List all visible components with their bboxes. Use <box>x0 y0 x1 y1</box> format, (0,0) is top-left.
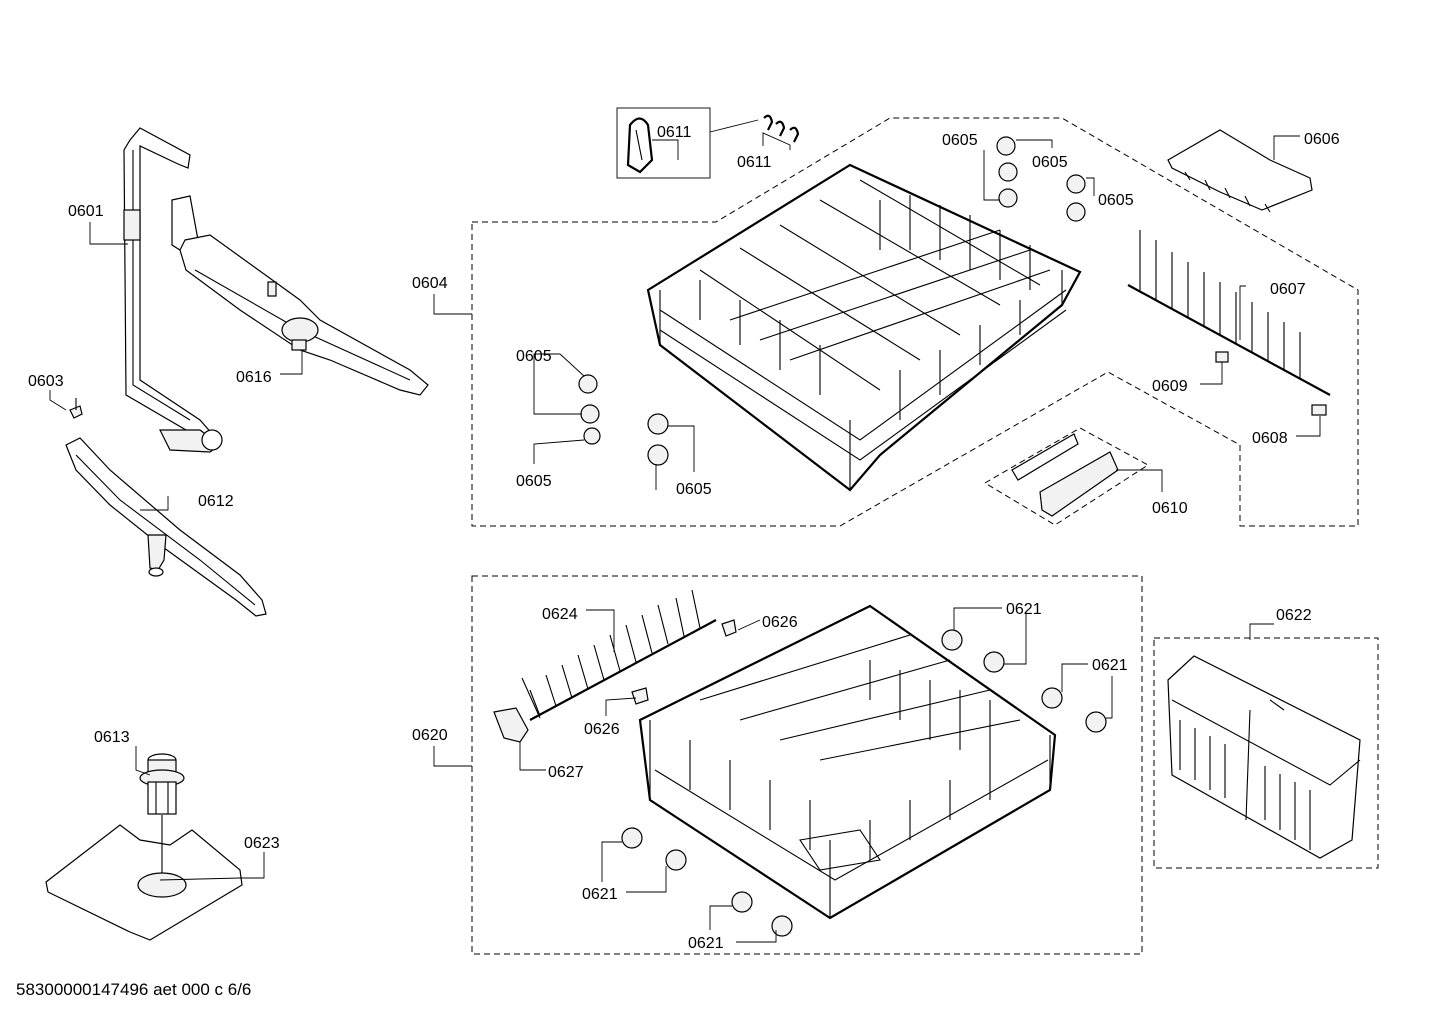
part-lower-basket <box>638 604 1057 920</box>
label-0622: 0622 <box>1276 607 1312 624</box>
label-0620: 0620 <box>412 727 448 744</box>
label-0608: 0608 <box>1252 430 1288 447</box>
label-0605-c: 0605 <box>676 481 712 498</box>
label-0606: 0606 <box>1304 131 1340 148</box>
part-0623-filter-plate <box>45 815 243 941</box>
part-0607-tine-row <box>1127 230 1331 396</box>
label-0626-b: 0626 <box>584 721 620 738</box>
label-0611-inset: 0611 <box>657 124 692 141</box>
leader-lines <box>49 119 1321 943</box>
label-0605-e: 0605 <box>1032 154 1068 171</box>
part-0610-handle <box>1011 433 1119 517</box>
label-0627: 0627 <box>548 764 584 781</box>
part-0626-clip-a <box>721 619 737 637</box>
part-0606-folding-rack <box>1167 129 1313 213</box>
part-0605-wheels <box>578 136 1086 466</box>
part-0613-filter <box>139 753 185 815</box>
label-0621-c: 0621 <box>1006 601 1042 618</box>
group-0622-outline <box>1153 637 1379 869</box>
label-0604: 0604 <box>412 275 448 292</box>
label-0621-b: 0621 <box>688 935 724 952</box>
label-0607: 0607 <box>1270 281 1306 298</box>
label-0621-d: 0621 <box>1092 657 1128 674</box>
label-0611: 0611 <box>737 154 772 171</box>
label-0616: 0616 <box>236 369 272 386</box>
group-0620-outline <box>471 575 1143 955</box>
label-0610: 0610 <box>1152 500 1188 517</box>
part-0616-upper-spray-arm <box>171 195 429 396</box>
label-0601: 0601 <box>68 203 104 220</box>
part-0608-clip <box>1311 404 1327 416</box>
part-0611-clip <box>626 114 800 174</box>
callout-labels: 0601 0603 0616 0612 0613 0623 0604 0611 … <box>28 124 1340 952</box>
label-0623: 0623 <box>244 835 280 852</box>
part-0624-tine-row <box>521 589 717 721</box>
document-reference-footer: 58300000147496 aet 000 c 6/6 <box>16 980 252 999</box>
part-0603-screw <box>69 398 83 419</box>
part-0621-wheels <box>621 629 1107 937</box>
label-0624: 0624 <box>542 606 578 623</box>
part-0627-clip <box>493 707 529 743</box>
group-0610-outline <box>984 427 1149 526</box>
label-0603: 0603 <box>28 373 64 390</box>
label-0605-f: 0605 <box>1098 192 1134 209</box>
part-0626-clip-b <box>631 687 649 705</box>
part-0609-clip <box>1215 351 1229 363</box>
label-0605-d: 0605 <box>942 132 978 149</box>
part-0612-lower-spray-arm <box>65 437 267 617</box>
part-0622-cutlery-basket <box>1167 655 1361 859</box>
group-0604-outline <box>471 117 1359 527</box>
label-0609: 0609 <box>1152 378 1188 395</box>
inset-0611-box <box>616 107 711 179</box>
label-0626-a: 0626 <box>762 614 798 631</box>
part-upper-basket <box>646 163 1082 492</box>
label-0621-a: 0621 <box>582 886 618 903</box>
label-0605-b: 0605 <box>516 473 552 490</box>
label-0612: 0612 <box>198 493 234 510</box>
label-0613: 0613 <box>94 729 130 746</box>
label-0605-a: 0605 <box>516 348 552 365</box>
part-0601-supply-tube <box>123 127 223 453</box>
